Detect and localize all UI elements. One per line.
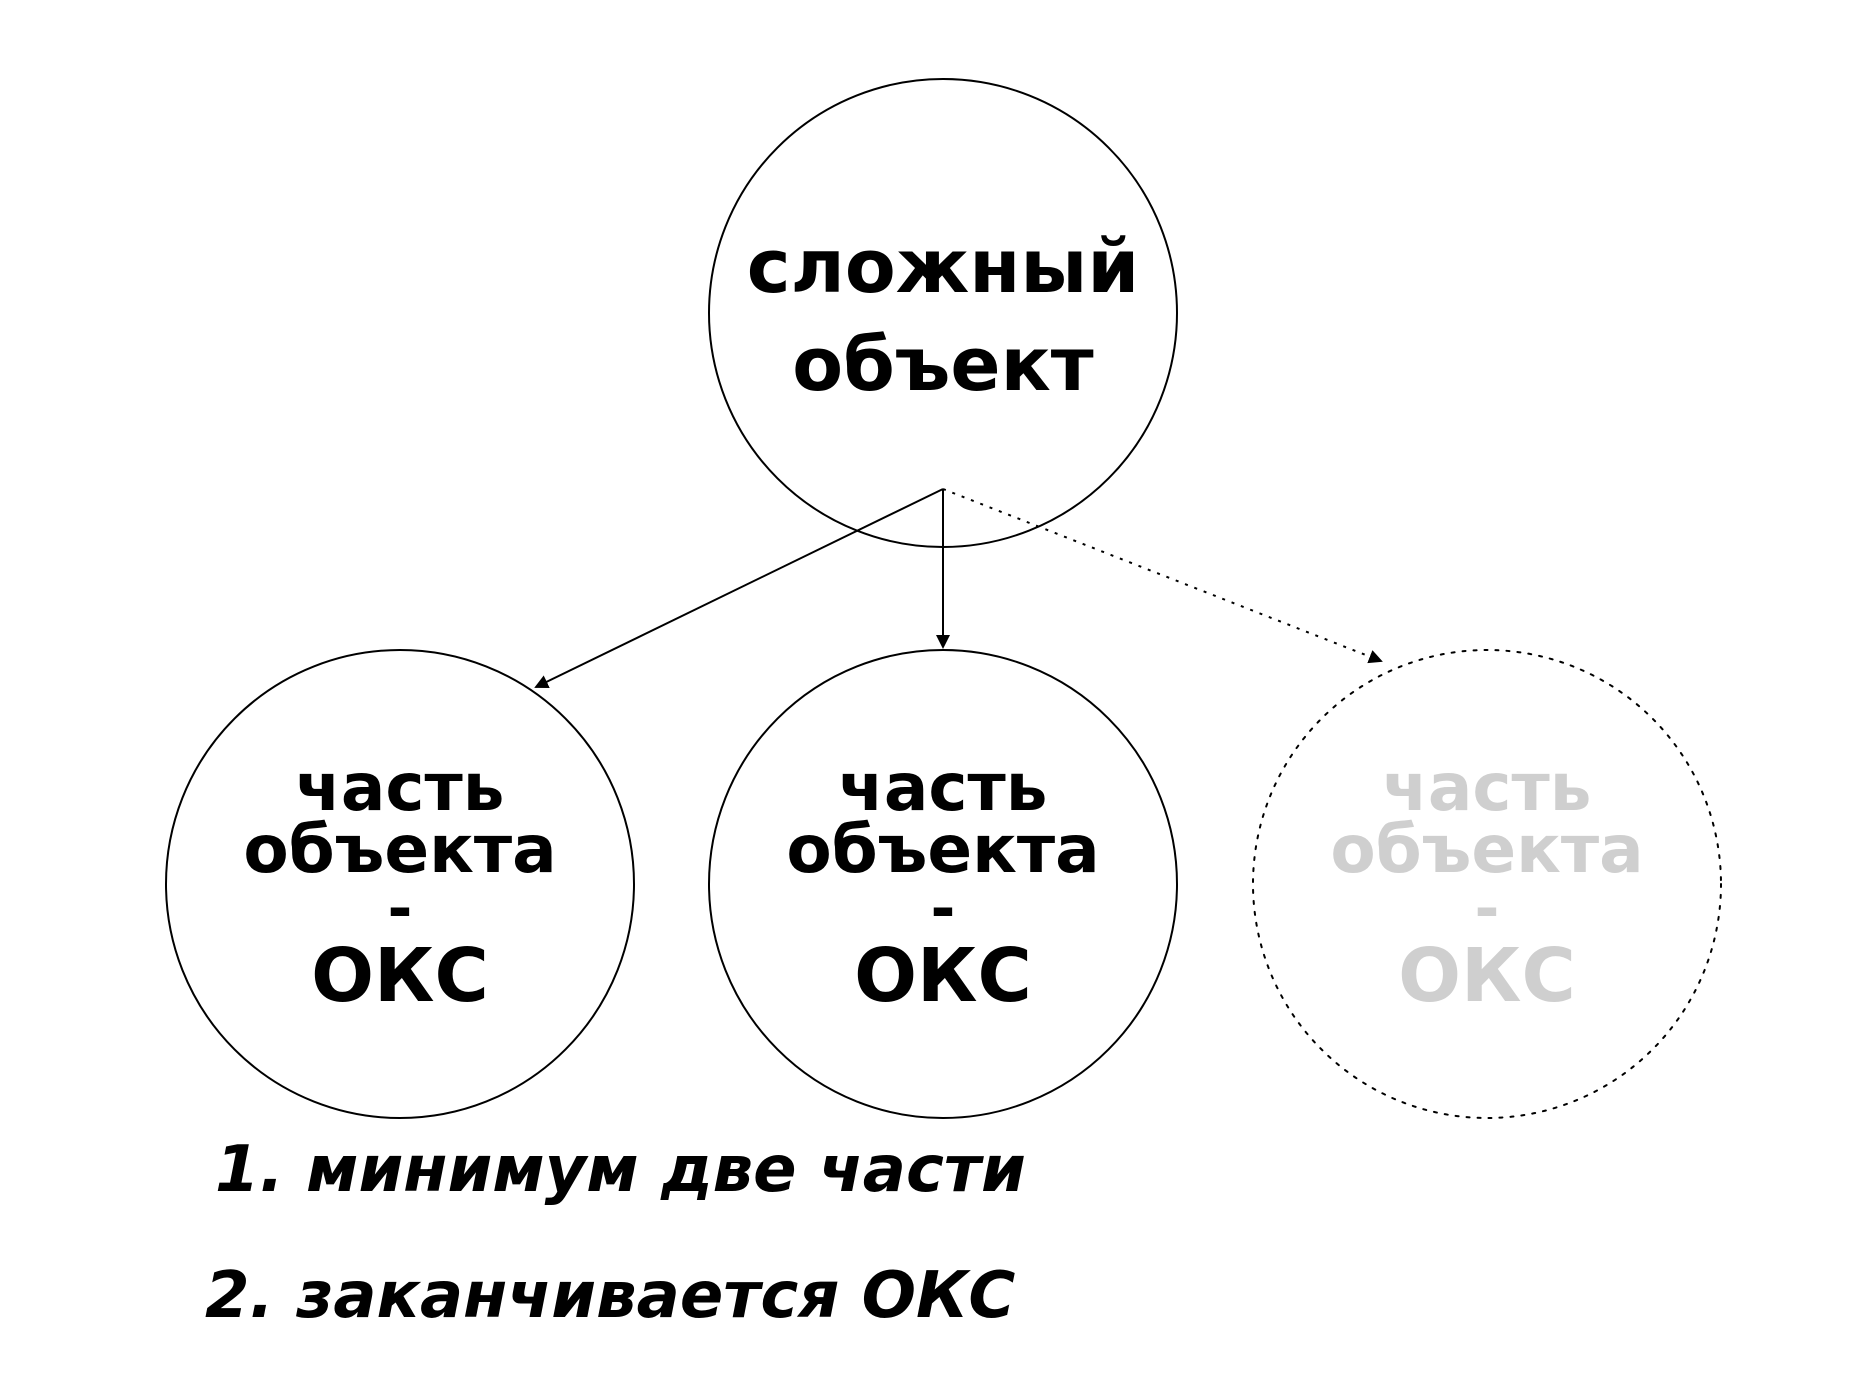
part-left-node-label: часть объекта - ОКС: [165, 749, 635, 1019]
part-optional-line2: объекта: [1330, 811, 1644, 888]
root-node-line2: объект: [792, 322, 1094, 408]
part-middle-line1: часть: [838, 749, 1048, 826]
part-left-line3: -: [387, 874, 413, 944]
part-optional-line4: ОКС: [1398, 933, 1576, 1019]
part-left-line1: часть: [295, 749, 505, 826]
root-node-label: сложный объект: [708, 230, 1178, 402]
part-optional-line3: -: [1474, 874, 1500, 944]
edge-root-to-part-optional: [942, 488, 1383, 664]
part-middle-line4: ОКС: [854, 933, 1032, 1019]
rule-note-2: 2. заканчивается ОКС: [205, 1259, 1016, 1333]
part-middle-line2: объекта: [786, 811, 1100, 888]
part-middle-node-circle: [708, 649, 1178, 1119]
part-optional-node-label: часть объекта - ОКС: [1252, 749, 1722, 1019]
rule-note-1: 1. минимум две части: [215, 1133, 1026, 1207]
root-node-line1: сложный: [746, 224, 1140, 310]
edge-root-to-part-left: [534, 488, 944, 689]
rules-notes: 1. минимум две части 2. заканчивается ОК…: [205, 1133, 1026, 1390]
part-middle-line3: -: [930, 874, 956, 944]
part-optional-node-circle: [1252, 649, 1722, 1119]
part-left-line2: объекта: [243, 811, 557, 888]
part-left-node-circle: [165, 649, 635, 1119]
part-left-line4: ОКС: [311, 933, 489, 1019]
part-middle-node-label: часть объекта - ОКС: [708, 749, 1178, 1019]
part-optional-line1: часть: [1382, 749, 1592, 826]
